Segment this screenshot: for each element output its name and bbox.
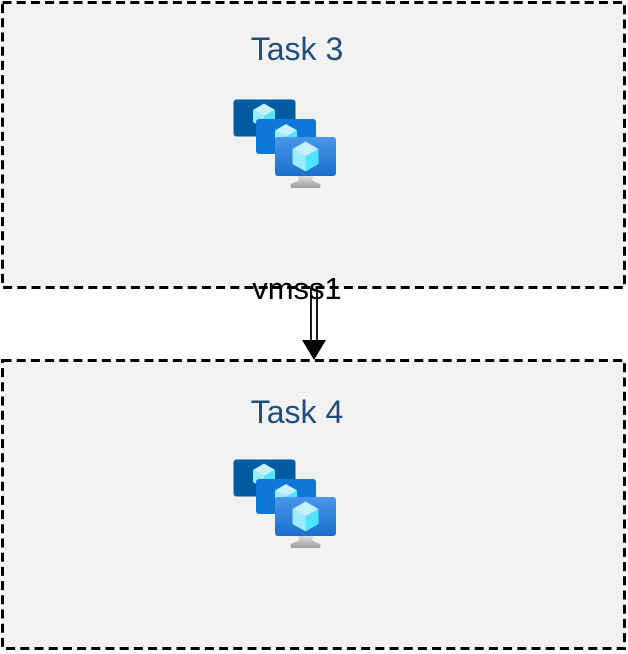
autoscale-rules-label: Custom auto scale rules — [0, 647, 611, 654]
vm-scale-sets-icon — [233, 459, 336, 548]
task4-labels: Custom auto scale rules — [0, 573, 611, 654]
vm-scale-sets-icon — [233, 99, 336, 188]
task4-box: Task 4 Custom auto scale rules — [0, 358, 628, 654]
vmss-name-label: vmss1 — [252, 271, 342, 306]
down-arrow-connector — [302, 288, 326, 360]
task4-title: Task 4 — [250, 394, 344, 430]
task4-content: Task 4 Custom auto scale rules — [0, 358, 611, 654]
task3-title: Task 3 — [250, 31, 344, 67]
task3-content: Task 3 vmss1 Zone 1, 2, 3 — [0, 0, 611, 417]
task3-box: Task 3 vmss1 Zone 1, 2, 3 — [0, 0, 628, 417]
